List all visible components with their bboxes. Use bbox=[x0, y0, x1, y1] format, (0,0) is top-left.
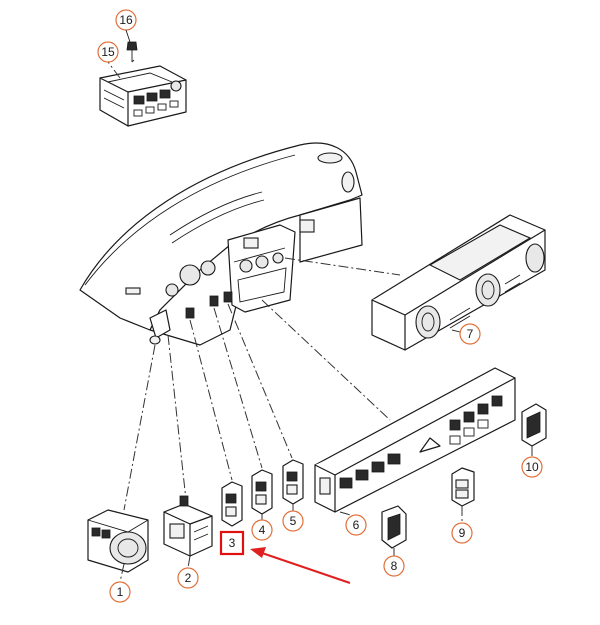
part-5-switch bbox=[282, 459, 304, 505]
red-pointer-arrow bbox=[250, 547, 351, 584]
callout-label-8: 8 bbox=[391, 559, 398, 573]
callout-label-1: 1 bbox=[117, 585, 124, 599]
callout-6: 6 bbox=[345, 514, 367, 536]
callout-label-6: 6 bbox=[353, 518, 360, 532]
callout-1: 1 bbox=[109, 581, 131, 603]
callout-label-2: 2 bbox=[185, 571, 192, 585]
callout-label-7: 7 bbox=[467, 327, 474, 341]
part-16-screw bbox=[126, 41, 138, 62]
callout-label-9: 9 bbox=[459, 526, 466, 540]
part-10-button-cap bbox=[521, 403, 547, 447]
part-9-switch bbox=[451, 467, 475, 507]
part-7-climate-unit bbox=[371, 214, 546, 351]
callout-label-10: 10 bbox=[525, 460, 539, 474]
part-2-switch-unit bbox=[163, 495, 213, 557]
callout-3-highlight-box bbox=[219, 530, 245, 556]
callout-label-3: 3 bbox=[229, 536, 236, 550]
callout-7: 7 bbox=[459, 323, 481, 345]
callout-5: 5 bbox=[282, 510, 304, 532]
part-8-button-cap bbox=[381, 505, 407, 549]
part-6-switch-panel bbox=[314, 367, 516, 513]
callout-3: 3 bbox=[219, 530, 245, 556]
callout-15: 15 bbox=[97, 41, 119, 63]
callout-label-15: 15 bbox=[101, 45, 115, 59]
callout-8: 8 bbox=[383, 555, 405, 577]
callout-label-4: 4 bbox=[259, 523, 266, 537]
part-15-control-module bbox=[99, 65, 187, 127]
callout-4: 4 bbox=[251, 519, 273, 541]
callout-label-16: 16 bbox=[119, 13, 133, 27]
callout-10: 10 bbox=[521, 456, 543, 478]
callout-label-5: 5 bbox=[290, 514, 297, 528]
dashboard bbox=[79, 142, 363, 346]
part-3-switch bbox=[221, 481, 243, 527]
part-1-light-switch bbox=[87, 509, 149, 573]
callout-2: 2 bbox=[177, 567, 199, 589]
callout-9: 9 bbox=[451, 522, 473, 544]
part-4-switch bbox=[251, 469, 273, 515]
callout-16: 16 bbox=[115, 9, 137, 31]
